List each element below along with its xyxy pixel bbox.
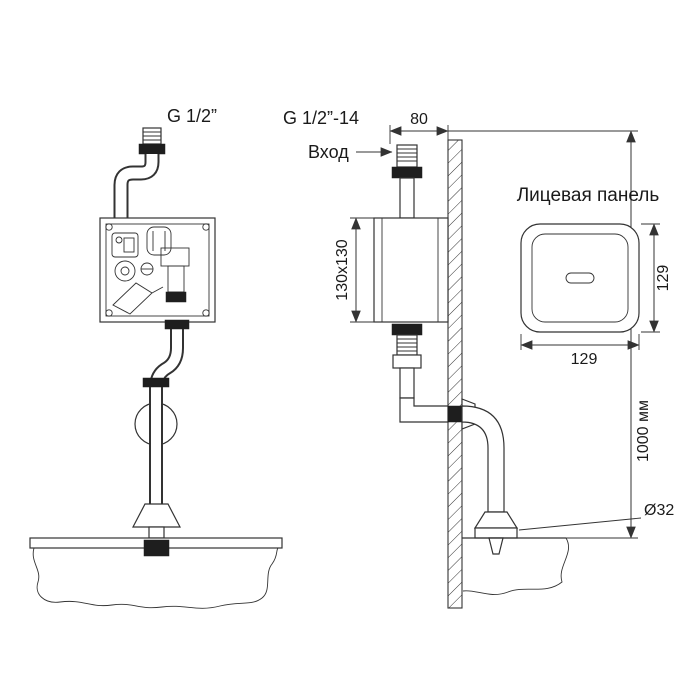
- panel-inner-edge: [531, 233, 629, 323]
- outlet-pipe-front: [134, 319, 190, 507]
- wall-section: [447, 139, 463, 609]
- panel-width-dim-label: 129: [571, 351, 598, 368]
- pipe-seal-band: [391, 323, 423, 336]
- pipe-seal-band: [164, 319, 190, 330]
- panel-view: Лицевая панель 129 129: [517, 185, 672, 368]
- inlet-label: Вход: [308, 142, 349, 162]
- dimension-panel-height: 129: [641, 223, 672, 333]
- face-panel-drawing: [520, 223, 640, 333]
- pipe-seal-band: [142, 377, 170, 388]
- basin-broken-edge: [32, 547, 279, 609]
- spout-flange-front: [132, 503, 181, 539]
- dimension-130x130: 130x130: [334, 217, 376, 323]
- dimension-panel-width: 129: [520, 334, 640, 368]
- pipe-seal-band: [391, 166, 423, 179]
- mounting-surface-side: [462, 537, 569, 595]
- front-thread-label: G 1/2”: [167, 106, 217, 126]
- basin-front: [29, 537, 283, 609]
- side-thread-label: G 1/2”-14: [283, 108, 359, 128]
- down-pipe-curve: [461, 405, 505, 513]
- control-box-front: [99, 217, 216, 323]
- elbow-fitting: [399, 397, 449, 423]
- sensor-window: [565, 272, 595, 284]
- surface-broken-edge: [462, 537, 569, 595]
- dim-80-label: 80: [410, 111, 428, 128]
- wall-pass-through: [447, 405, 463, 423]
- dim-1000mm-label: 1000 мм: [635, 400, 652, 462]
- outlet-pipe-side: [391, 323, 505, 513]
- inlet-pipe-front: [113, 127, 166, 219]
- side-view: G 1/2”-14 Вход: [283, 108, 569, 609]
- dim-130x130-label: 130x130: [334, 239, 351, 300]
- dimension-80: 80: [389, 111, 449, 144]
- inlet-pipe-side: [391, 144, 423, 219]
- panel-height-dim-label: 129: [655, 265, 672, 292]
- dimension-1000mm: 1000 мм: [448, 130, 652, 539]
- pipe-seal-band: [138, 143, 166, 155]
- front-view: G 1/2”: [29, 106, 283, 609]
- drain-flange-side: [473, 511, 519, 555]
- dim-outlet-diameter-label: Ø32: [644, 502, 674, 519]
- panel-title: Лицевая панель: [517, 185, 660, 206]
- control-box-side: [373, 217, 449, 323]
- outlet-diameter-callout: Ø32: [518, 502, 674, 531]
- control-box-internals: [111, 226, 190, 315]
- spout-shank: [143, 539, 170, 557]
- panel-outer-edge: [520, 223, 640, 333]
